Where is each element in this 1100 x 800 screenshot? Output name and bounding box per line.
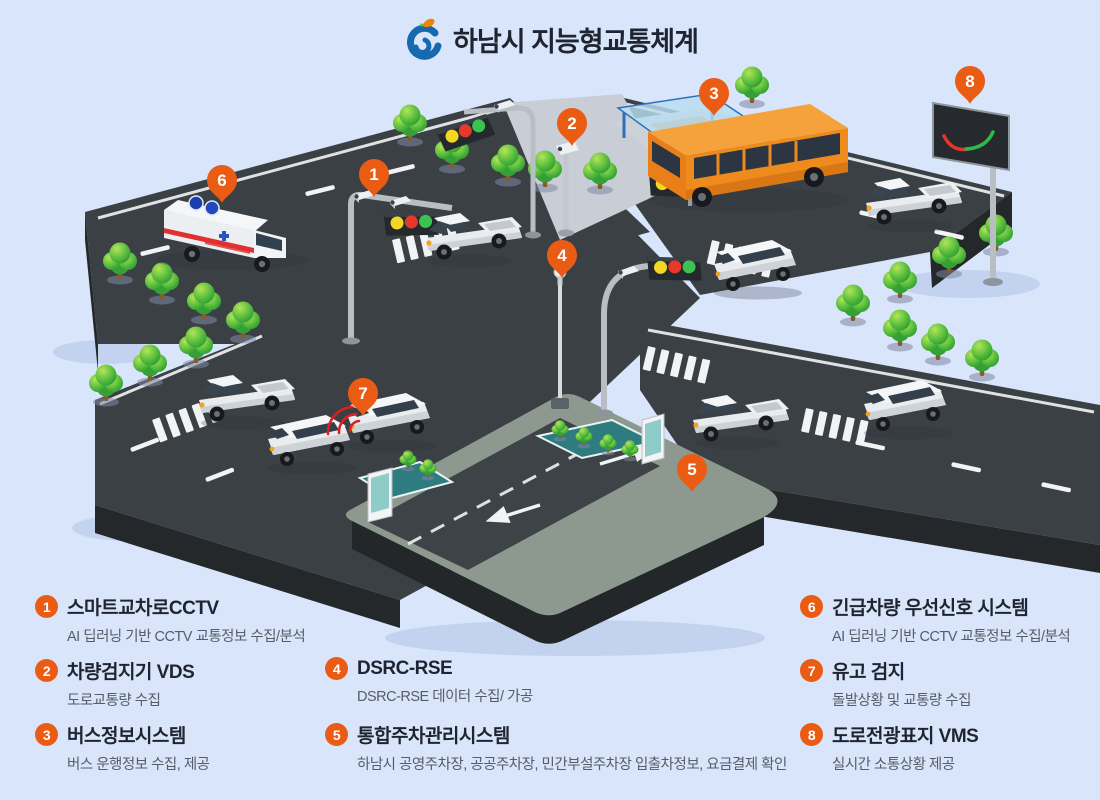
legend-item-2: 2 차량검지기 VDS 도로교통량 수집 <box>35 657 325 721</box>
bus <box>648 104 848 212</box>
map-pin-6: 6 <box>207 165 237 203</box>
legend-badge-5: 5 <box>325 723 348 746</box>
traffic-light-top <box>434 100 541 239</box>
legend-badge-2: 2 <box>35 659 58 682</box>
legend-desc-1: AI 딥러닝 기반 CCTV 교통정보 수집/분석 <box>67 629 306 645</box>
map-pin-4: 4 <box>547 240 577 278</box>
map-pin-3: 3 <box>699 78 729 116</box>
legend-item-7: 7 유고 검지 돌발상황 및 교통량 수집 <box>800 657 1080 721</box>
ambulance <box>156 195 308 272</box>
traffic-light-center <box>595 249 706 417</box>
map-pin-7: 7 <box>348 378 378 416</box>
legend-desc-2: 도로교통량 수집 <box>67 693 161 709</box>
svg-text:6: 6 <box>217 171 226 190</box>
legend-title-2: 차량검지기 VDS <box>67 662 195 683</box>
map-pin-5: 5 <box>677 454 707 492</box>
legend-desc-4: DSRC-RSE 데이터 수집/ 가공 <box>357 689 533 705</box>
header: 하남시 지능형교통체계 <box>0 16 1100 62</box>
legend-title-3: 버스정보시스템 <box>67 726 186 747</box>
hanam-city-logo-icon <box>407 18 442 60</box>
legend-item-6: 6 긴급차량 우선신호 시스템 AI 딥러닝 기반 CCTV 교통정보 수집/분… <box>800 593 1080 657</box>
svg-text:7: 7 <box>358 384 367 403</box>
incident-waves <box>326 405 361 436</box>
legend-title-1: 스마트교차로CCTV <box>67 598 219 619</box>
legend-title-5: 통합주차관리시스템 <box>357 726 510 747</box>
legend-badge-7: 7 <box>800 659 823 682</box>
parking-lot <box>345 394 778 644</box>
map-pin-8: 8 <box>955 66 985 104</box>
vms-sign <box>932 101 1010 286</box>
legend-desc-8: 실시간 소통상황 제공 <box>832 757 955 773</box>
legend: 1 스마트교차로CCTV AI 딥러닝 기반 CCTV 교통정보 수집/분석 2… <box>35 593 1080 785</box>
svg-text:3: 3 <box>709 84 718 103</box>
legend-title-4: DSRC-RSE <box>357 657 453 679</box>
legend-badge-6: 6 <box>800 595 823 618</box>
map-pin-2: 2 <box>557 108 587 146</box>
svg-text:8: 8 <box>965 72 974 91</box>
legend-desc-6: AI 딥러닝 기반 CCTV 교통정보 수집/분석 <box>832 629 1071 645</box>
smart-intersection-cctv-pole <box>342 190 453 345</box>
map-pin-1: 1 <box>359 159 389 197</box>
legend-title-8: 도로전광표지 VMS <box>832 726 979 747</box>
legend-item-8: 8 도로전광표지 VMS 실시간 소통상황 제공 <box>800 721 1080 785</box>
legend-desc-3: 버스 운행정보 수집, 제공 <box>67 757 210 773</box>
svg-text:2: 2 <box>567 114 576 133</box>
legend-desc-5: 하남시 공영주차장, 공공주차장, 민간부설주차장 입출차정보, 요금결제 확인 <box>357 757 787 773</box>
svg-text:1: 1 <box>369 165 378 184</box>
legend-title-6: 긴급차량 우선신호 시스템 <box>832 598 1029 619</box>
svg-text:4: 4 <box>557 246 567 265</box>
parking-kiosk-2 <box>641 413 665 465</box>
svg-text:5: 5 <box>687 460 696 479</box>
parking-kiosk <box>367 467 393 523</box>
legend-badge-8: 8 <box>800 723 823 746</box>
legend-badge-3: 3 <box>35 723 58 746</box>
legend-item-4: 4 DSRC-RSE DSRC-RSE 데이터 수집/ 가공 <box>325 657 800 721</box>
vds-detector-pole <box>556 141 579 237</box>
page-title: 하남시 지능형교통체계 <box>453 26 699 57</box>
legend-desc-7: 돌발상황 및 교통량 수집 <box>832 693 972 709</box>
legend-item-5: 5 통합주차관리시스템 하남시 공영주차장, 공공주차장, 민간부설주차장 입출… <box>325 721 800 785</box>
legend-badge-4: 4 <box>325 657 348 680</box>
legend-badge-1: 1 <box>35 595 58 618</box>
legend-title-7: 유고 검지 <box>832 662 905 683</box>
legend-item-1: 1 스마트교차로CCTV AI 딥러닝 기반 CCTV 교통정보 수집/분석 <box>35 593 325 657</box>
legend-item-3: 3 버스정보시스템 버스 운행정보 수집, 제공 <box>35 721 325 785</box>
